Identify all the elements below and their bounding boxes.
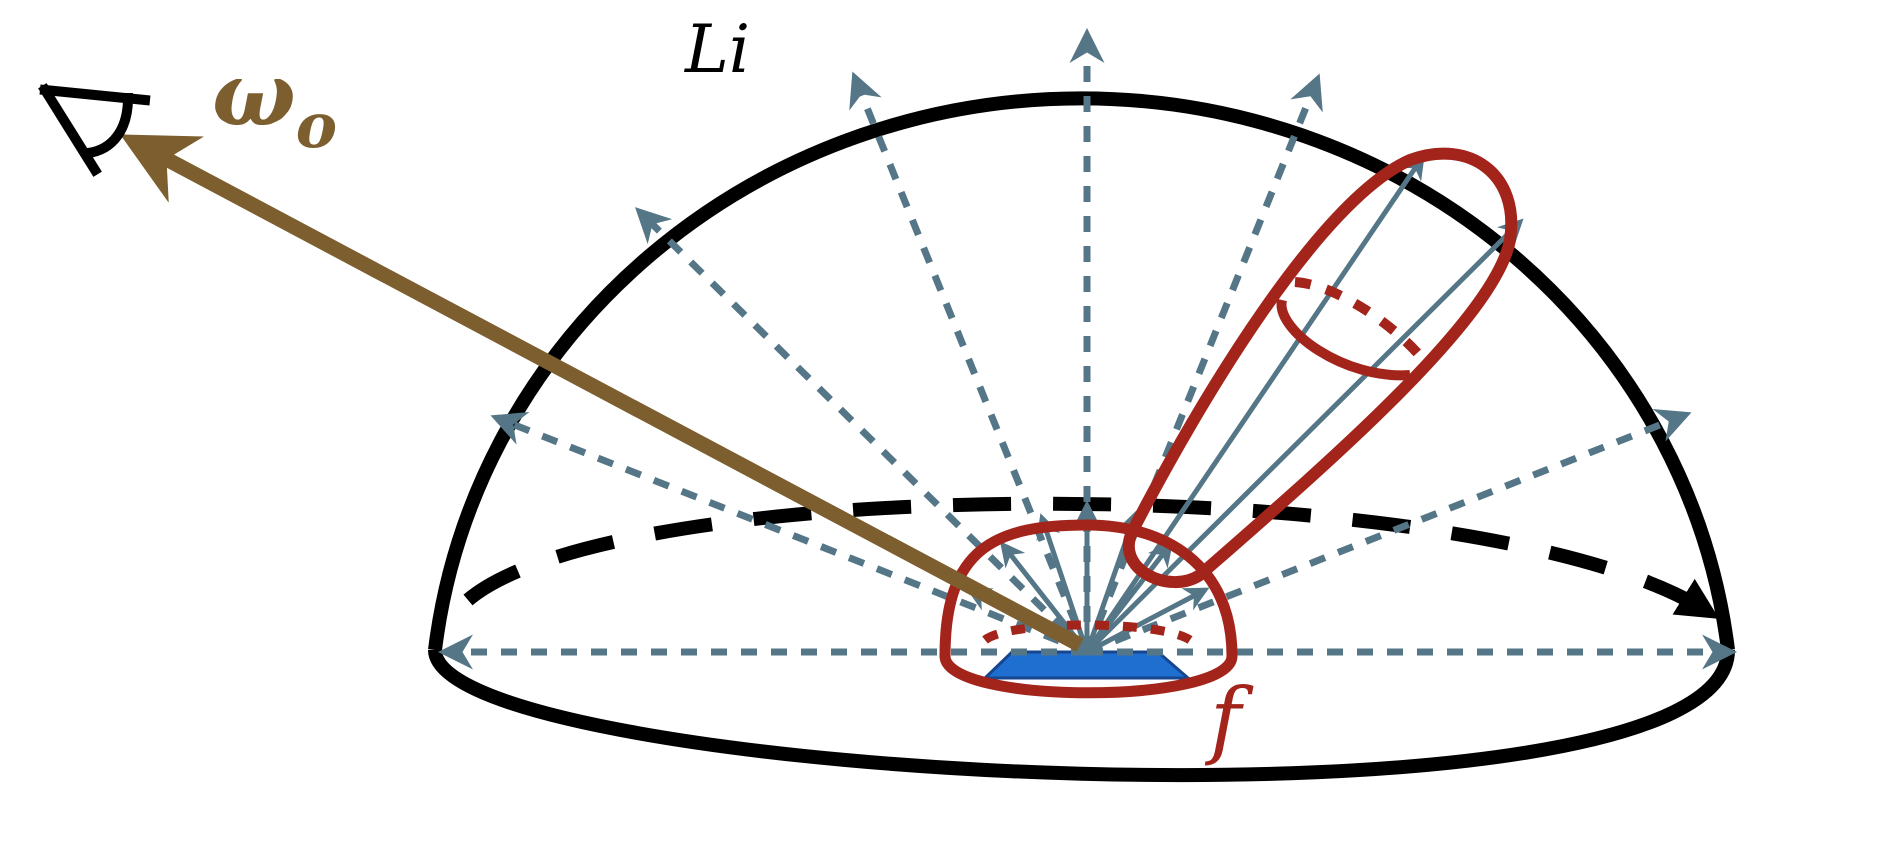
specular-lobe-cross-section-back: [1294, 277, 1429, 366]
eye-icon-pupil: [82, 92, 134, 159]
specular-lobe: [1123, 147, 1518, 589]
omega-subscript: o: [296, 89, 337, 162]
incident-ray: [490, 412, 1089, 656]
brdf-label: f: [1204, 670, 1254, 768]
omega-symbol: ω: [212, 42, 296, 146]
outgoing-direction-label: ωo: [212, 42, 337, 162]
incident-radiance-label: Li: [684, 11, 750, 88]
brdf-samples: [965, 153, 1524, 655]
hemisphere: [428, 91, 1735, 783]
hemisphere-base-front: [428, 648, 1735, 783]
surface-patch: [981, 650, 1193, 680]
brdf-sample-ray: [1036, 513, 1090, 653]
brdf-sample-ray: [1085, 587, 1210, 655]
incident-ray: [849, 71, 1091, 654]
hemisphere-dome: [428, 91, 1735, 651]
brdf-lobe: [939, 147, 1518, 699]
specular-lobe-cross-section: [1276, 298, 1411, 381]
eye-icon: [38, 83, 151, 177]
hemisphere-base-back: [463, 496, 1720, 619]
outgoing-ray: [120, 134, 1084, 652]
incident-ray: [635, 207, 1090, 655]
brdf-sample-ray: [1085, 541, 1174, 654]
